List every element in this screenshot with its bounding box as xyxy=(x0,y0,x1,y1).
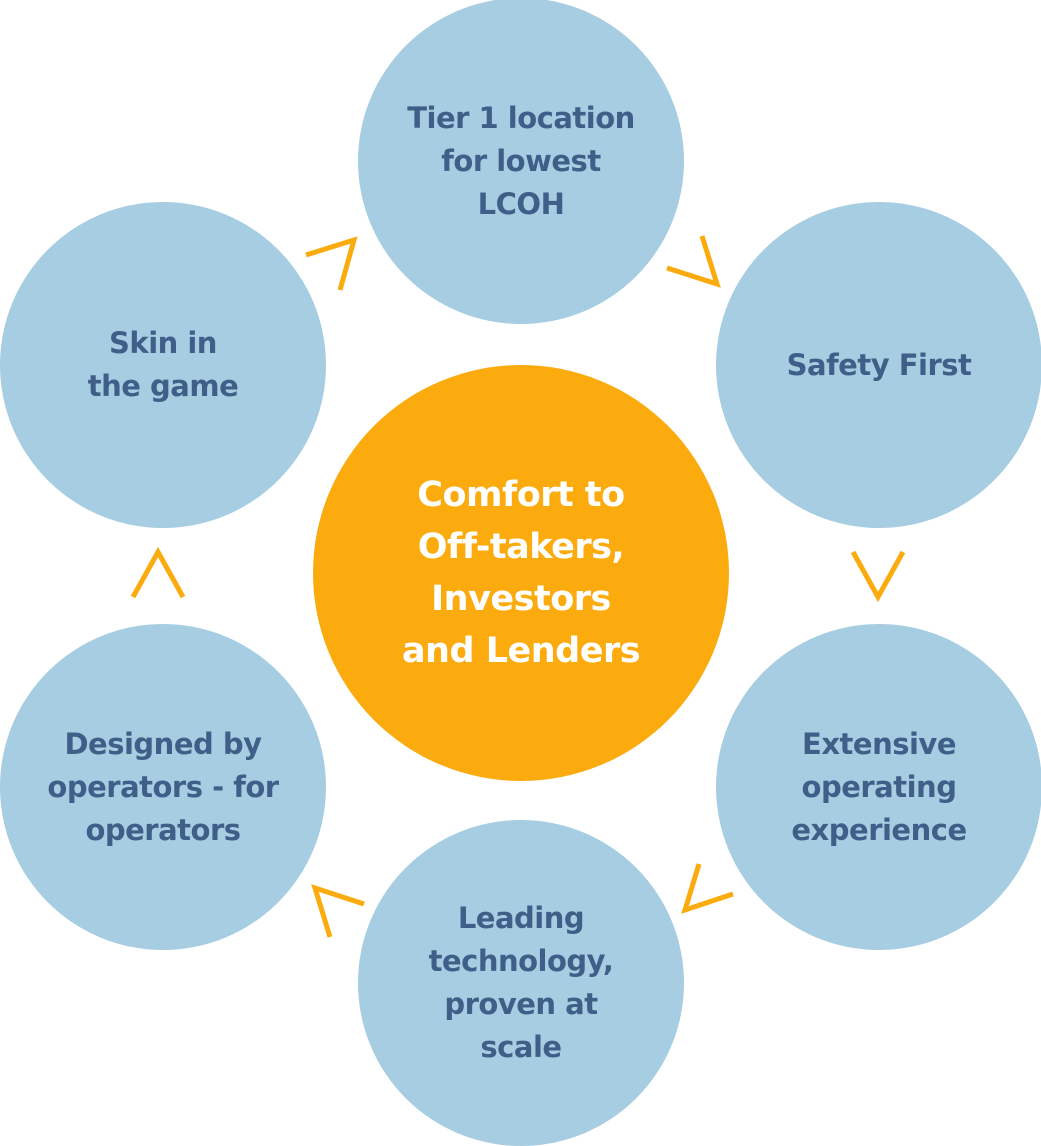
node-safety-first: Safety First xyxy=(716,202,1041,528)
chevron-arrow-icon xyxy=(305,236,358,291)
node-label: Designed by operators - for operators xyxy=(47,726,279,847)
node-skin-in-the-game: Skin in the game xyxy=(0,202,326,528)
center-label: Comfort to Off-takers, Investors and Len… xyxy=(401,475,641,671)
center-node: Comfort to Off-takers, Investors and Len… xyxy=(313,365,729,781)
chevron-arrow-icon xyxy=(311,884,365,938)
node-label: Extensive operating experience xyxy=(791,726,967,847)
chevron-arrow-icon xyxy=(850,550,906,603)
node-label: Tier 1 location for lowest LCOH xyxy=(407,100,635,221)
chevron-arrow-icon xyxy=(681,863,734,914)
node-label: Safety First xyxy=(786,347,972,382)
node-tier1-location: Tier 1 location for lowest LCOH xyxy=(358,0,684,324)
node-label: Skin in the game xyxy=(87,326,239,403)
node-designed-by-operators: Designed by operators - for operators xyxy=(0,624,326,950)
chevron-arrow-icon xyxy=(666,235,721,288)
chevron-arrow-icon xyxy=(130,546,186,599)
node-leading-technology: Leading technology, proven at scale xyxy=(358,820,684,1146)
node-extensive-experience: Extensive operating experience xyxy=(716,624,1041,950)
node-label: Leading technology, proven at scale xyxy=(428,901,614,1064)
